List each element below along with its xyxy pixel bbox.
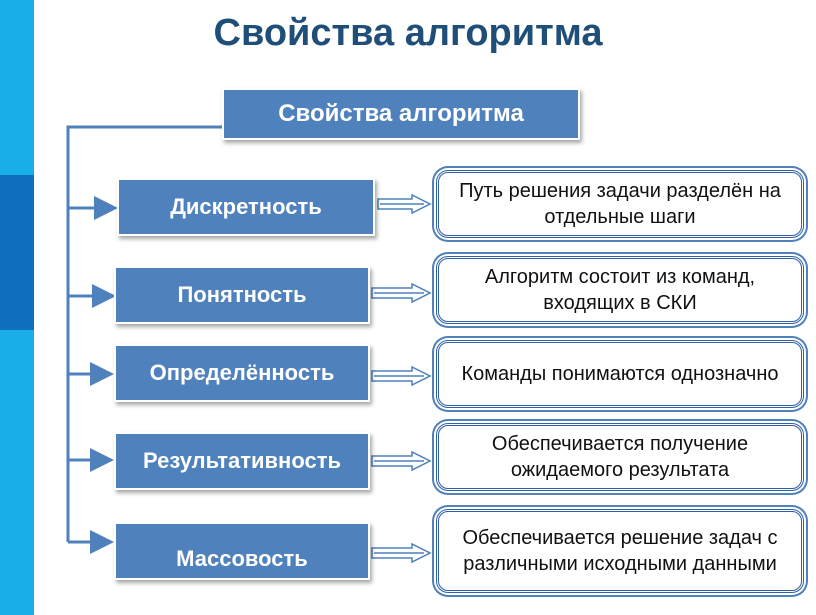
double-arrow-4	[371, 450, 432, 472]
property-box-definiteness: Определённость	[114, 344, 370, 402]
page-title: Свойства алгоритма	[213, 12, 603, 54]
double-arrow-2	[371, 282, 432, 304]
description-box-definiteness: Команды понимаются однозначно	[436, 340, 804, 408]
left-decorative-bar-accent	[0, 175, 34, 330]
trunk-line	[66, 125, 222, 542]
header-box: Свойства алгоритма	[222, 88, 580, 140]
double-arrow-5	[371, 542, 432, 564]
description-box-discreteness: Путь решения задачи разделён на отдельны…	[436, 170, 804, 238]
description-box-clarity: Алгоритм состоит из команд, входящих в С…	[436, 256, 804, 324]
double-arrow-3	[371, 365, 432, 387]
double-arrow-1	[377, 193, 432, 215]
description-box-effectiveness: Обеспечивается получение ожидаемого резу…	[436, 423, 804, 491]
property-box-mass-character: Массовость	[114, 522, 370, 580]
property-box-clarity: Понятность	[114, 266, 370, 324]
description-box-mass-character: Обеспечивается решение задач с различным…	[436, 509, 804, 593]
property-box-discreteness: Дискретность	[117, 178, 375, 236]
property-box-effectiveness: Результативность	[114, 432, 370, 490]
